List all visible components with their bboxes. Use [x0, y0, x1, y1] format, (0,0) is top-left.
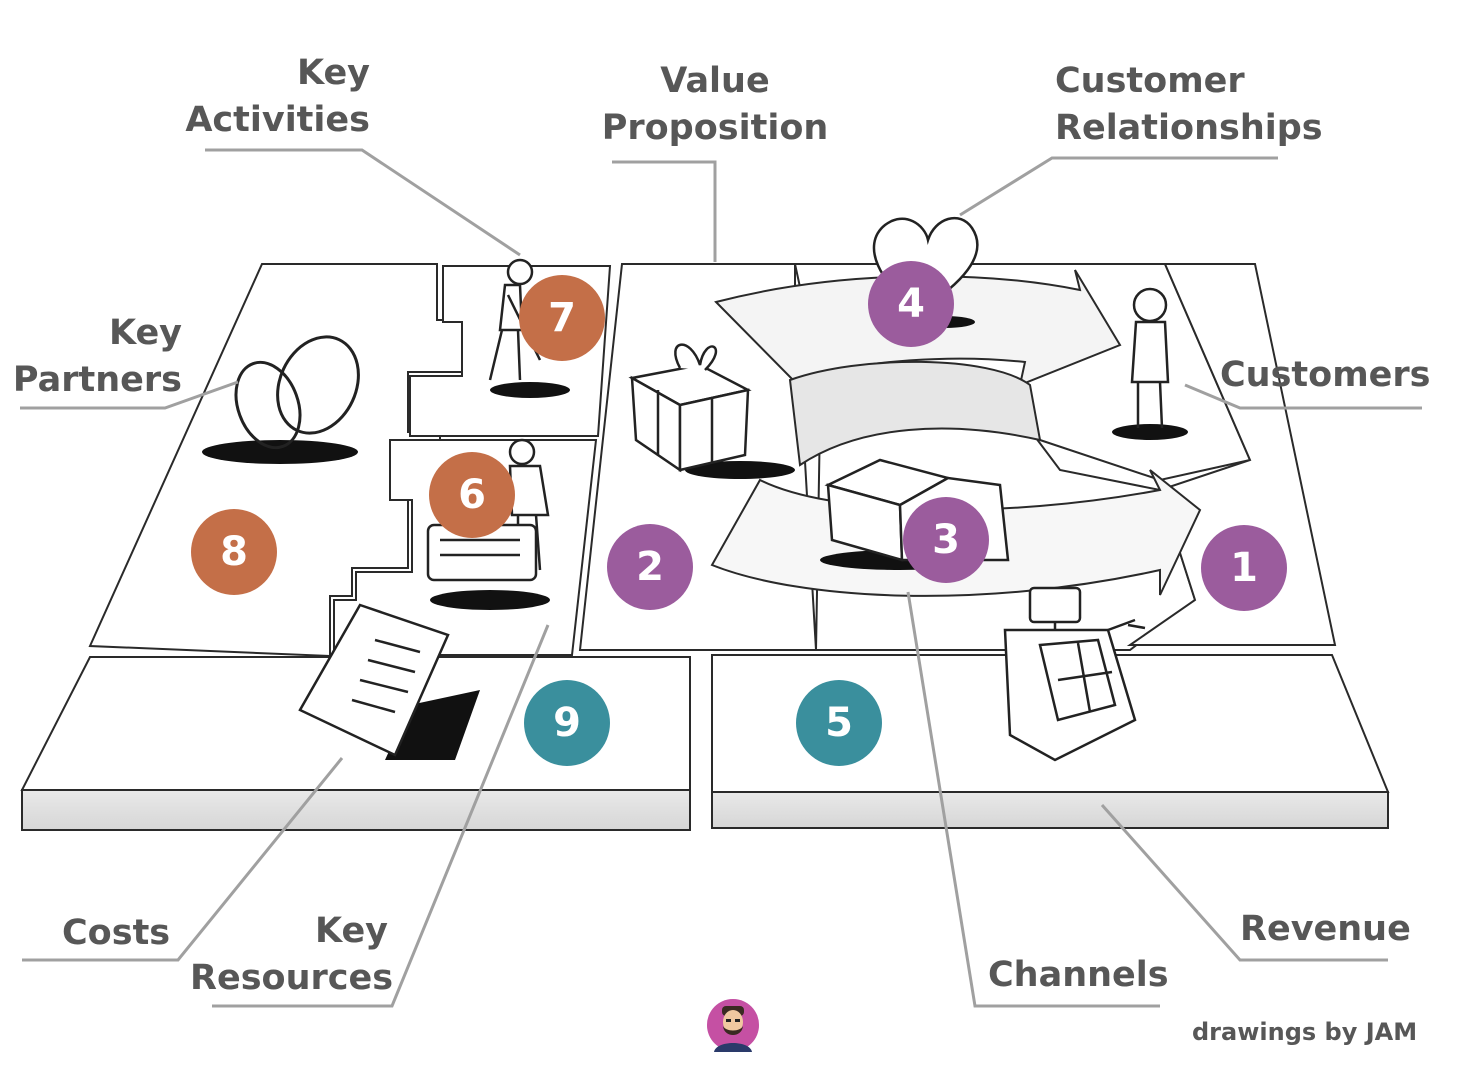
label-customer-relationships-line2: Relationships — [1055, 108, 1323, 148]
label-channels: Channels — [988, 955, 1169, 995]
key-partners-leader — [20, 380, 239, 410]
label-key-resources-line1: Key — [314, 911, 388, 951]
avatar-icon — [707, 999, 759, 1052]
label-value-proposition-line1: Value — [660, 61, 770, 101]
badge-3: 3 — [903, 497, 989, 583]
cash-register-icon — [1003, 586, 1146, 762]
label-key-partners: Key Partners — [10, 310, 182, 404]
value-proposition-leader — [612, 160, 717, 262]
key-activities-leader — [205, 148, 521, 257]
badge-7: 7 — [519, 275, 605, 361]
badge-5: 5 — [796, 680, 882, 766]
channels-leader — [906, 591, 1160, 1008]
badge-8: 8 — [191, 509, 277, 595]
gift-box-icon — [628, 343, 795, 479]
label-revenue: Revenue — [1240, 909, 1411, 949]
central-ring — [788, 360, 1042, 467]
costs-leader — [22, 757, 344, 962]
credit-text: drawings by JAM — [1192, 1018, 1418, 1046]
label-customer-relationships: Customer Relationships — [1055, 58, 1323, 152]
label-costs: Costs — [62, 913, 171, 953]
label-customer-relationships-line1: Customer — [1055, 61, 1245, 101]
invoice-icon — [298, 603, 480, 760]
badge-1: 1 — [1201, 525, 1287, 611]
leader-lines — [20, 148, 1422, 1008]
key-resources-leader — [212, 624, 550, 1008]
label-value-proposition: Value Proposition — [590, 58, 840, 152]
badge-2: 2 — [607, 524, 693, 610]
customer-relationships-leader — [959, 156, 1278, 217]
badge-6: 6 — [429, 452, 515, 538]
label-key-activities-line2: Activities — [185, 100, 370, 140]
worker-icon — [488, 258, 570, 398]
label-key-activities-line1: Key — [296, 53, 370, 93]
badge-4: 4 — [868, 261, 954, 347]
label-key-resources-line2: Resources — [190, 958, 394, 998]
label-customers: Customers — [1220, 355, 1431, 395]
revenue-leader — [1100, 804, 1388, 962]
label-key-activities: Key Activities — [180, 50, 370, 144]
label-key-partners-line2: Partners — [12, 360, 182, 400]
label-key-resources: Key Resources — [190, 908, 394, 1002]
label-value-proposition-line2: Proposition — [601, 108, 829, 148]
customers-leader — [1184, 383, 1422, 410]
person-icon — [1112, 287, 1188, 440]
label-key-partners-line1: Key — [108, 313, 182, 353]
badge-9: 9 — [524, 680, 610, 766]
rings-icon — [202, 335, 360, 464]
